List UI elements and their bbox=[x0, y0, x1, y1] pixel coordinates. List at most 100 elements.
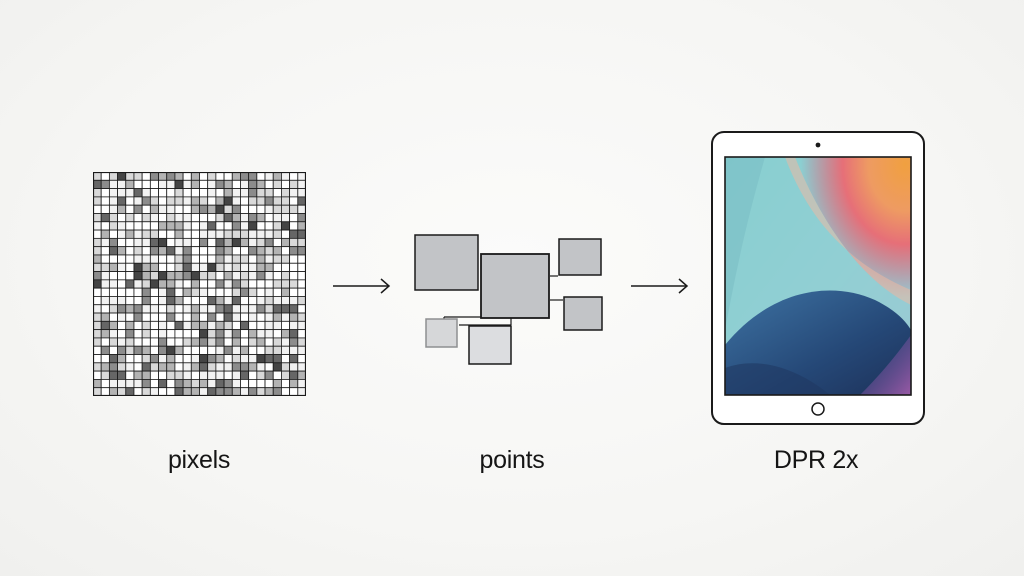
pixel-cell bbox=[166, 204, 176, 214]
pixel-cell bbox=[297, 329, 306, 339]
pixel-cell bbox=[166, 237, 176, 248]
pixel-cell bbox=[108, 279, 118, 289]
pixel-cell bbox=[215, 237, 225, 248]
pixel-cell bbox=[117, 188, 127, 198]
pixel-cell bbox=[289, 271, 299, 281]
pixel-cell bbox=[100, 262, 110, 272]
pixel-cell bbox=[240, 320, 250, 331]
pixel-cell bbox=[100, 229, 110, 239]
pixel-cell bbox=[141, 237, 151, 248]
pixel-cell bbox=[108, 379, 118, 389]
pixel-cell bbox=[264, 196, 274, 206]
pixel-cell bbox=[108, 387, 118, 396]
pixel-cell bbox=[174, 172, 184, 181]
pixel-cell bbox=[149, 362, 159, 372]
pixel-cell bbox=[256, 246, 266, 256]
pixel-cell bbox=[158, 354, 168, 364]
pixel-cell bbox=[272, 304, 282, 314]
pixel-cell bbox=[133, 179, 143, 190]
pixel-cell bbox=[223, 254, 233, 264]
pixel-cell bbox=[281, 229, 291, 239]
pixel-cell bbox=[125, 287, 135, 297]
pixel-cell bbox=[166, 262, 176, 272]
pixel-cell bbox=[100, 362, 110, 372]
pixel-cell bbox=[297, 229, 306, 239]
pixel-cell bbox=[93, 172, 102, 181]
pixel-cell bbox=[223, 304, 233, 314]
pixel-cell bbox=[108, 221, 118, 231]
pixel-cell bbox=[125, 246, 135, 256]
pixel-cell bbox=[125, 279, 135, 289]
pixel-cell bbox=[117, 229, 127, 239]
pixel-cell bbox=[141, 246, 151, 256]
pixel-cell bbox=[281, 304, 291, 314]
pixel-cell bbox=[248, 213, 258, 223]
pixel-grid bbox=[93, 172, 306, 396]
pixel-cell bbox=[174, 370, 184, 380]
pixel-cell bbox=[215, 213, 225, 223]
pixel-cell bbox=[223, 229, 233, 239]
pixel-cell bbox=[182, 345, 192, 355]
pixel-cell bbox=[141, 320, 151, 331]
pixel-cell bbox=[125, 329, 135, 339]
pixel-cell bbox=[174, 287, 184, 297]
pixel-cell bbox=[158, 172, 168, 181]
pixel-cell bbox=[117, 179, 127, 190]
pixel-cell bbox=[223, 370, 233, 380]
pixel-cell bbox=[158, 271, 168, 281]
pixel-cell bbox=[207, 312, 217, 322]
point-box bbox=[425, 318, 458, 348]
pixel-cell bbox=[272, 279, 282, 289]
pixel-cell bbox=[149, 354, 159, 364]
pixel-cell bbox=[141, 312, 151, 322]
pixel-cell bbox=[256, 204, 266, 214]
pixel-cell bbox=[149, 254, 159, 264]
pixel-cell bbox=[100, 287, 110, 297]
pixel-cell bbox=[133, 221, 143, 231]
pixel-cell bbox=[93, 329, 102, 339]
pixel-cell bbox=[166, 312, 176, 322]
pixel-cell bbox=[256, 362, 266, 372]
pixel-cell bbox=[272, 354, 282, 364]
pixel-cell bbox=[207, 362, 217, 372]
pixel-cell bbox=[289, 254, 299, 264]
pixel-cell bbox=[158, 279, 168, 289]
pixel-cell bbox=[174, 213, 184, 223]
pixel-cell bbox=[281, 296, 291, 306]
pixel-cell bbox=[133, 296, 143, 306]
pixel-cell bbox=[166, 213, 176, 223]
pixel-cell bbox=[223, 271, 233, 281]
pixel-cell bbox=[240, 345, 250, 355]
pixel-cell bbox=[256, 345, 266, 355]
pixel-cell bbox=[174, 196, 184, 206]
pixel-cell bbox=[256, 172, 266, 181]
pixel-cell bbox=[231, 337, 241, 347]
pixel-cell bbox=[141, 354, 151, 364]
pixel-cell bbox=[190, 320, 200, 331]
pixel-cell bbox=[190, 172, 200, 181]
pixel-cell bbox=[199, 345, 209, 355]
pixel-cell bbox=[272, 320, 282, 331]
pixel-cell bbox=[93, 312, 102, 322]
pixel-cell bbox=[141, 362, 151, 372]
pixel-cell bbox=[256, 337, 266, 347]
pixel-cell bbox=[125, 204, 135, 214]
pixel-cell bbox=[256, 279, 266, 289]
pixel-cell bbox=[272, 179, 282, 190]
pixel-cell bbox=[215, 337, 225, 347]
pixel-cell bbox=[248, 329, 258, 339]
pixel-cell bbox=[125, 271, 135, 281]
pixel-cell bbox=[264, 329, 274, 339]
pixel-cell bbox=[158, 312, 168, 322]
pixel-cell bbox=[207, 196, 217, 206]
pixel-cell bbox=[207, 188, 217, 198]
pixel-cell bbox=[117, 370, 127, 380]
pixel-cell bbox=[125, 320, 135, 331]
pixel-cell bbox=[100, 345, 110, 355]
pixel-cell bbox=[174, 312, 184, 322]
pixel-cell bbox=[281, 337, 291, 347]
pixel-cell bbox=[215, 304, 225, 314]
pixel-cell bbox=[117, 204, 127, 214]
pixel-cell bbox=[141, 254, 151, 264]
pixel-cell bbox=[108, 204, 118, 214]
